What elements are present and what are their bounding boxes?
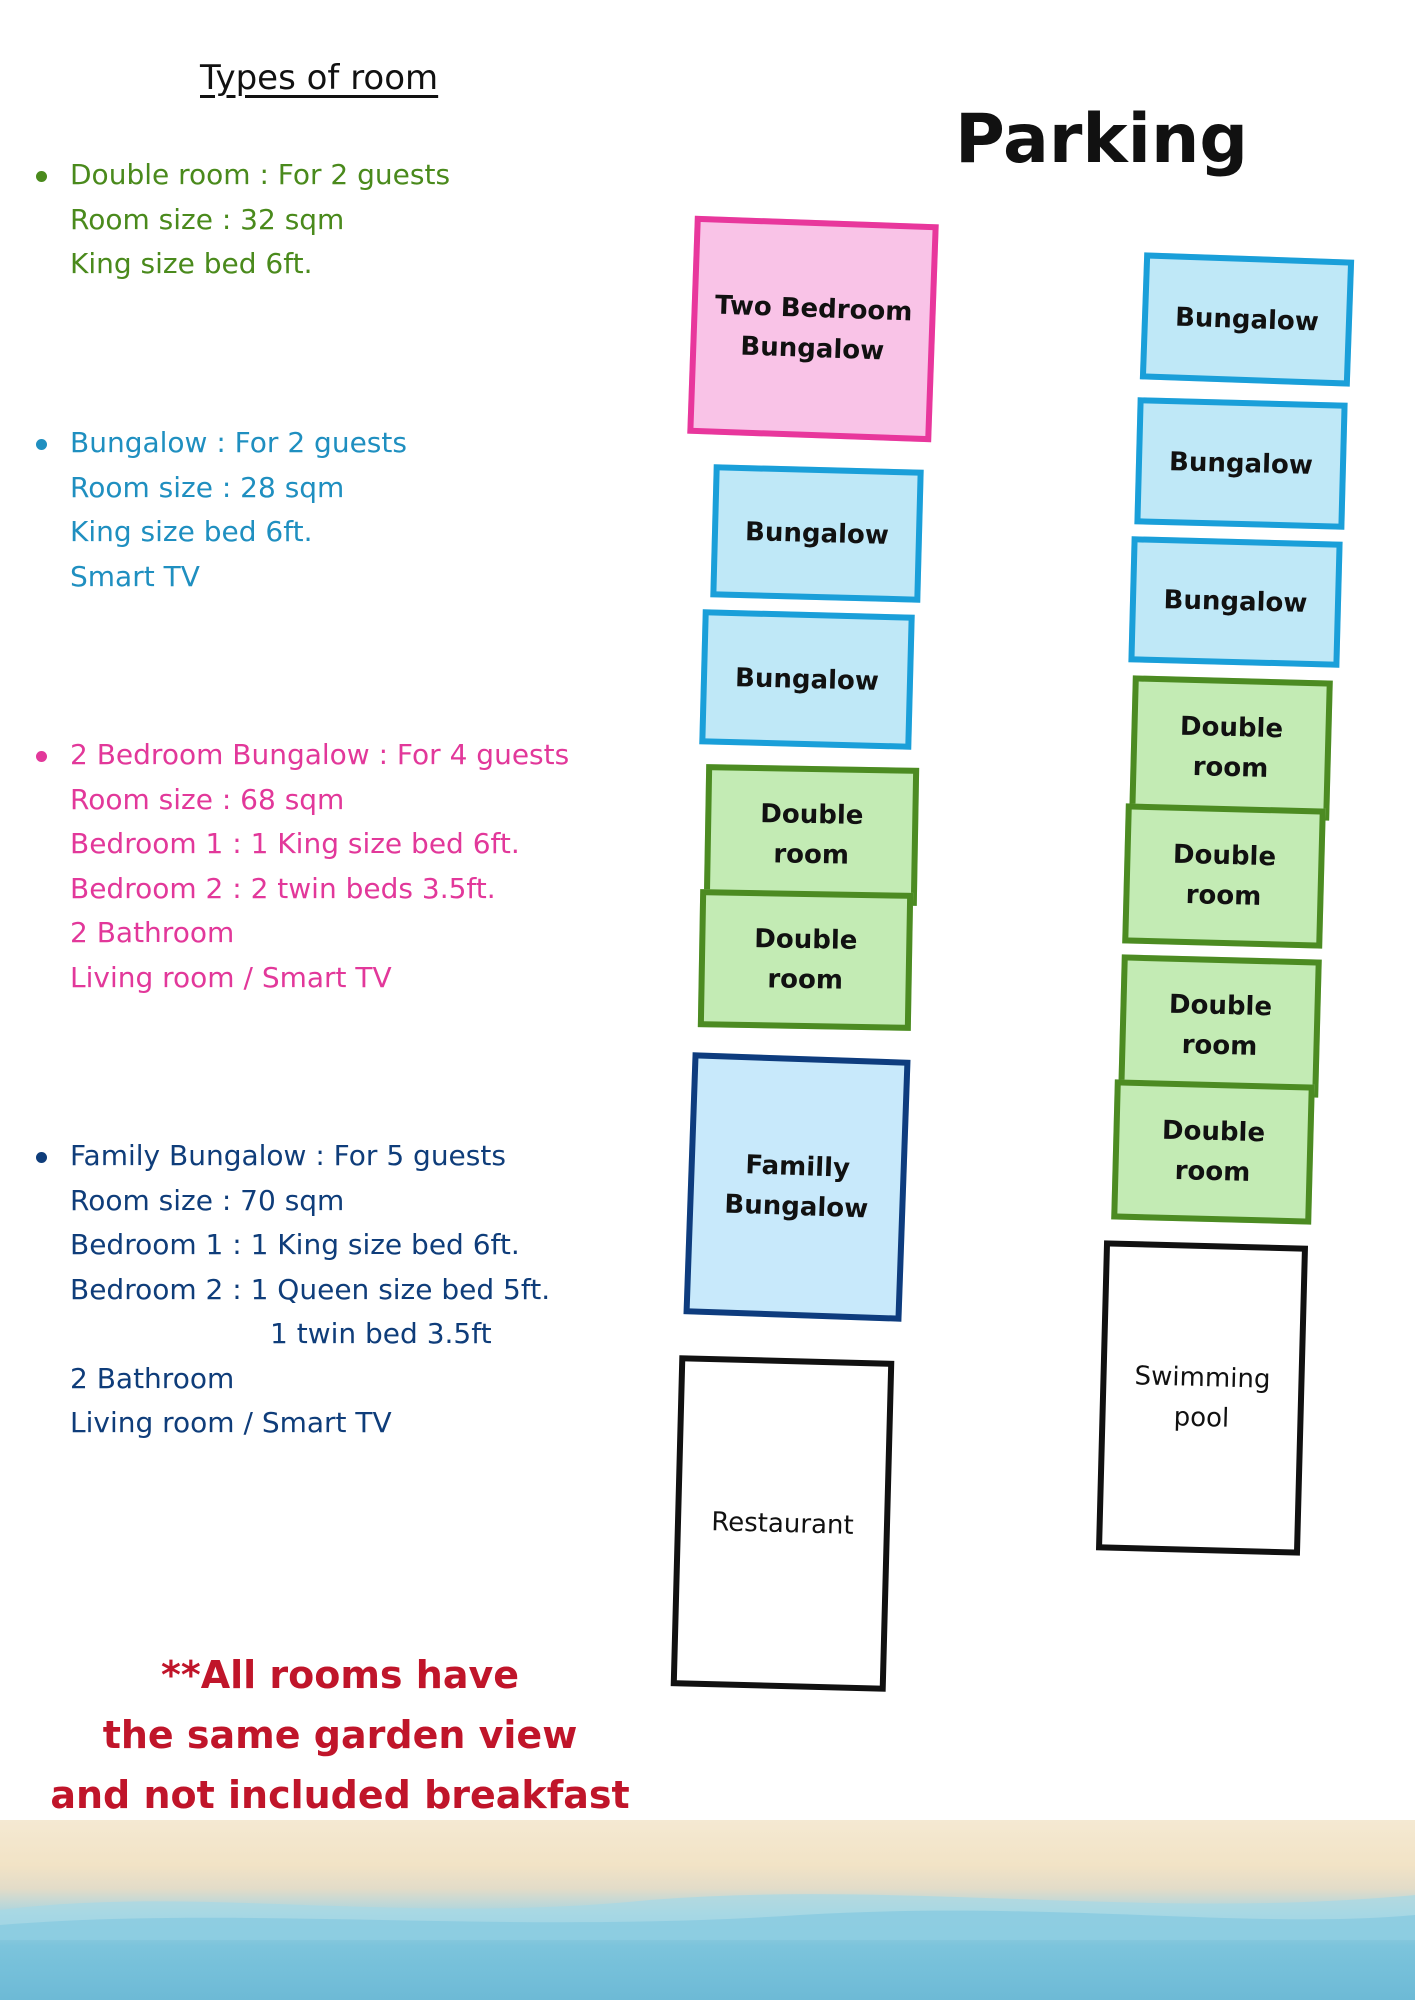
parking-label: Parking: [955, 100, 1249, 179]
type-detail: Room size : 68 sqm: [70, 782, 345, 816]
type-detail: 2 Bathroom: [70, 916, 235, 949]
type-detail: 1 twin bed 3.5ft: [270, 1317, 492, 1350]
bullet-icon: [36, 751, 47, 762]
note-line: **All rooms have: [160, 1653, 520, 1697]
type-bungalow: Bungalow : For 2 guests Room size : 28 s…: [34, 421, 407, 599]
map-double-room: Double room: [1129, 675, 1333, 821]
type-title: Family Bungalow : For 5 guests: [70, 1139, 506, 1172]
type-detail: Living room / Smart TV: [70, 960, 392, 994]
type-title: 2 Bedroom Bungalow : For 4 guests: [70, 738, 570, 771]
note-line: and not included breakfast: [50, 1773, 630, 1817]
types-heading: Types of room: [200, 58, 439, 98]
type-family-bungalow: Family Bungalow : For 5 guests Room size…: [34, 1134, 550, 1446]
type-detail: Room size : 32 sqm: [70, 202, 345, 236]
map-double-room: Double room: [703, 764, 920, 906]
type-detail: Bedroom 2 : 2 twin beds 3.5ft.: [70, 871, 496, 905]
map-swimming-pool: Swimming pool: [1095, 1240, 1309, 1556]
breakfast-note: **All rooms have the same garden view an…: [0, 1645, 680, 1825]
type-double-room: Double room : For 2 guests Room size : 3…: [34, 153, 450, 287]
bullet-icon: [36, 439, 47, 450]
map-double-room: Double room: [1118, 954, 1322, 1098]
type-detail: King size bed 6ft.: [70, 515, 313, 548]
type-detail: Bedroom 2 : 1 Queen size bed 5ft.: [70, 1272, 551, 1306]
type-detail: 2 Bathroom: [70, 1361, 235, 1395]
map-bungalow: Bungalow: [1128, 536, 1343, 668]
beach-decoration: [0, 1820, 1415, 2000]
map-restaurant: Restaurant: [670, 1355, 895, 1692]
wave-decoration: [0, 1894, 1415, 1940]
type-detail: Room size : 28 sqm: [70, 470, 345, 504]
type-detail: Room size : 70 sqm: [70, 1183, 345, 1217]
map-double-room: Double room: [1122, 803, 1326, 949]
type-detail: Bedroom 1 : 1 King size bed 6ft.: [70, 827, 520, 860]
map-bungalow: Bungalow: [699, 609, 915, 750]
type-detail: Living room / Smart TV: [70, 1406, 392, 1439]
map-family-bungalow: Familly Bungalow: [683, 1052, 911, 1322]
bullet-icon: [36, 171, 47, 182]
map-bungalow: Bungalow: [710, 464, 924, 603]
map-double-room: Double room: [1111, 1079, 1315, 1225]
map-double-room: Double room: [697, 889, 914, 1031]
bullet-icon: [36, 1152, 47, 1163]
type-title: Bungalow : For 2 guests: [70, 426, 407, 459]
type-detail: Bedroom 1 : 1 King size bed 6ft.: [70, 1228, 520, 1261]
type-detail: Smart TV: [70, 559, 200, 593]
type-two-bedroom-bungalow: 2 Bedroom Bungalow : For 4 guests Room s…: [34, 733, 569, 1000]
type-detail: King size bed 6ft.: [70, 247, 313, 280]
map-bungalow: Bungalow: [1139, 252, 1355, 387]
map-bungalow: Bungalow: [1134, 397, 1348, 530]
note-line: the same garden view: [102, 1713, 578, 1757]
map-two-bedroom-bungalow: Two Bedroom Bungalow: [687, 215, 939, 443]
type-title: Double room : For 2 guests: [70, 158, 451, 191]
